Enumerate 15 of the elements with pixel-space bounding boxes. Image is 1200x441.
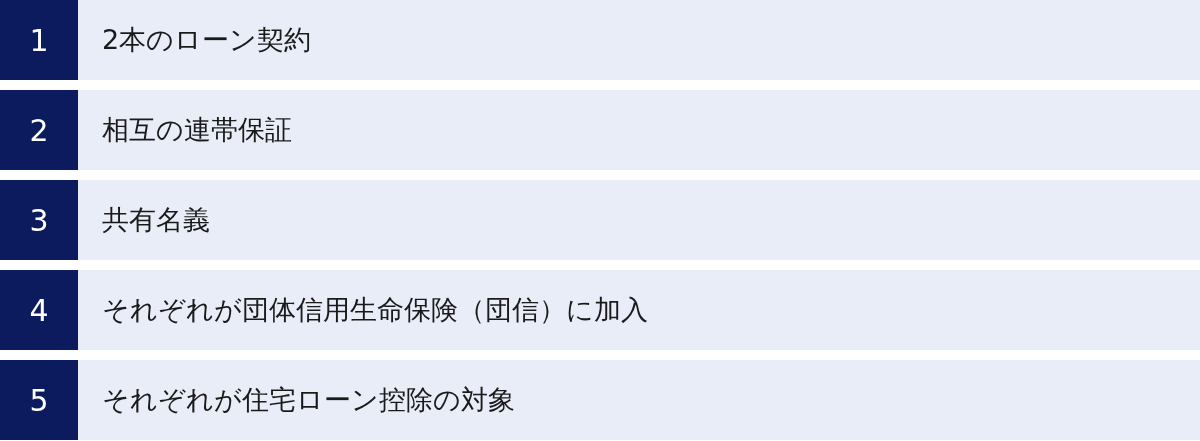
item-text: 相互の連帯保証	[102, 113, 292, 147]
list-item-band	[0, 0, 1200, 80]
step-number: 2	[0, 90, 78, 170]
step-number: 3	[0, 180, 78, 260]
list-item-band	[0, 360, 1200, 440]
step-number: 4	[0, 270, 78, 350]
item-text: 共有名義	[102, 203, 210, 237]
list-item-band	[0, 270, 1200, 350]
step-number: 1	[0, 0, 78, 80]
item-text: 2本のローン契約	[102, 23, 312, 57]
step-number: 5	[0, 360, 78, 440]
list-item-band	[0, 180, 1200, 260]
item-text: それぞれが住宅ローン控除の対象	[102, 383, 515, 417]
item-text: それぞれが団体信用生命保険（団信）に加入	[102, 293, 648, 327]
list-item-band	[0, 90, 1200, 170]
